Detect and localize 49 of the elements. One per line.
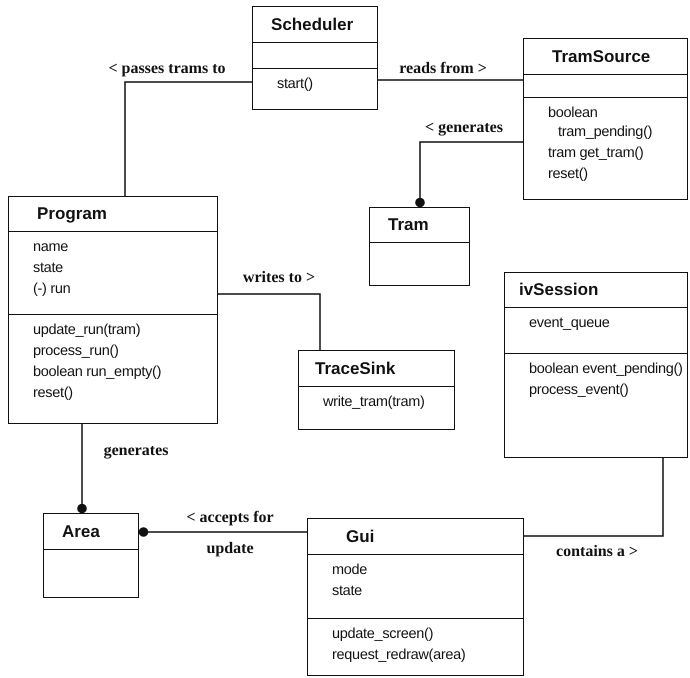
edge-label: < passes trams to bbox=[107, 59, 227, 79]
attribute-text: mode bbox=[332, 561, 368, 580]
association-line bbox=[524, 458, 664, 537]
class-box bbox=[307, 518, 524, 676]
method-text: start() bbox=[277, 75, 314, 94]
method-text: process_run() bbox=[33, 342, 120, 361]
class-name: Scheduler bbox=[270, 14, 354, 34]
method-text: boolean event_pending() bbox=[529, 360, 683, 379]
attribute-text: event_queue bbox=[529, 314, 611, 333]
class-box bbox=[252, 6, 378, 110]
edge-label: < generates bbox=[424, 118, 504, 138]
class-name: Tram bbox=[387, 215, 430, 235]
association-line bbox=[138, 527, 307, 537]
edge-label: writes to > bbox=[242, 268, 316, 288]
method-text: update_screen() bbox=[332, 625, 434, 644]
class-name: TraceSink bbox=[314, 358, 396, 378]
association-line bbox=[415, 141, 523, 208]
edge-label: contains a > bbox=[554, 542, 639, 562]
association-line bbox=[218, 293, 321, 350]
attribute-text: name bbox=[33, 238, 70, 257]
class-name: Program bbox=[36, 204, 108, 224]
class-box bbox=[298, 350, 455, 430]
method-text: reset() bbox=[548, 165, 589, 184]
method-text: process_event() bbox=[529, 381, 630, 400]
class-box bbox=[369, 207, 470, 286]
class-name: TramSource bbox=[551, 46, 652, 66]
class-box bbox=[523, 38, 688, 200]
association-line bbox=[77, 424, 87, 514]
class-box bbox=[504, 272, 688, 458]
class-box bbox=[8, 196, 218, 424]
method-text: request_redraw(area) bbox=[332, 646, 466, 665]
method-text: boolean tram_pending() bbox=[548, 104, 654, 142]
class-name: Gui bbox=[345, 526, 376, 546]
edge-label: reads from > bbox=[398, 59, 488, 79]
edge-label: generates bbox=[102, 441, 170, 461]
class-box bbox=[43, 513, 139, 598]
attribute-text: state bbox=[33, 259, 64, 278]
association-line bbox=[124, 81, 252, 196]
class-name: ivSession bbox=[518, 280, 600, 300]
method-text: write_tram(tram) bbox=[323, 393, 426, 412]
association-line bbox=[378, 79, 523, 81]
method-text: tram get_tram() bbox=[548, 144, 644, 163]
attribute-text: (-) run bbox=[33, 280, 72, 299]
method-text: boolean run_empty() bbox=[33, 363, 162, 382]
method-text: update_run(tram) bbox=[33, 321, 142, 340]
edge-label: < accepts for update bbox=[185, 508, 275, 559]
attribute-text: state bbox=[332, 582, 363, 601]
class-name: Area bbox=[61, 522, 101, 542]
method-text: reset() bbox=[33, 384, 74, 403]
